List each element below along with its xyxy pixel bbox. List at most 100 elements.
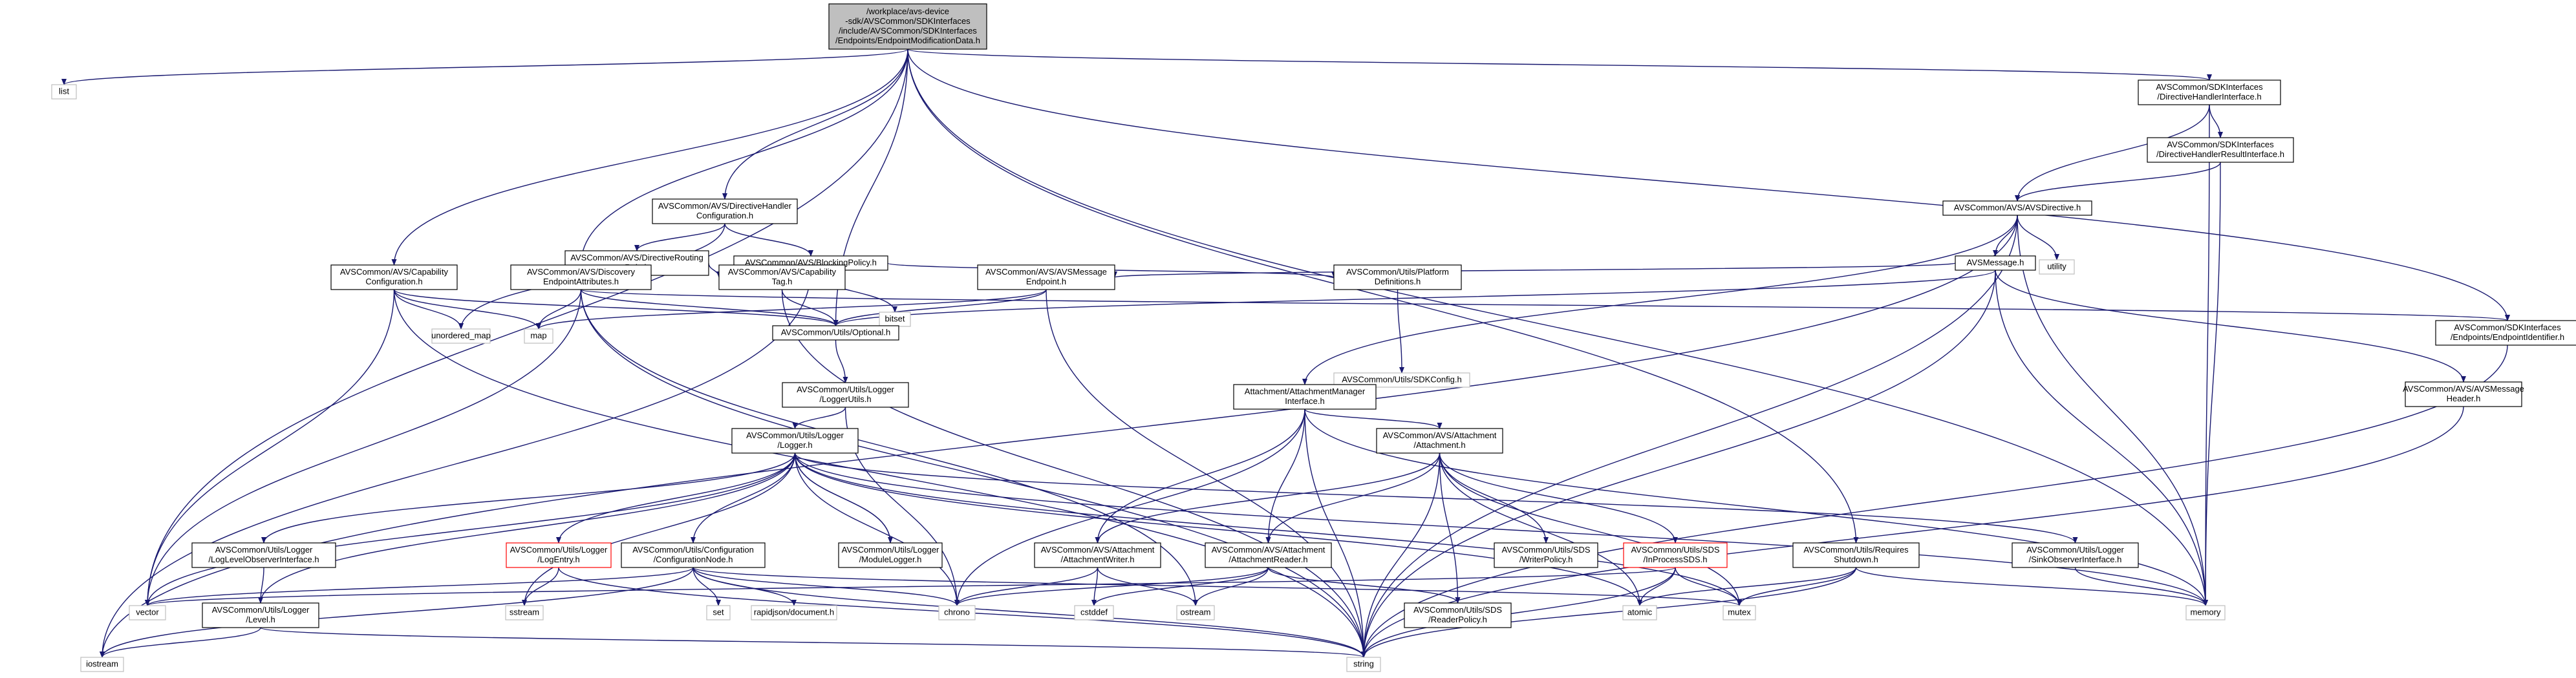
node-logentry[interactable]: AVSCommon/Utils/Logger/LogEntry.h	[506, 542, 612, 568]
node-memory: memory	[2185, 605, 2226, 620]
node-box	[621, 542, 766, 568]
node-label: /workplace/avs-device	[866, 6, 949, 16]
node-box	[1034, 542, 1161, 568]
node-box	[431, 328, 491, 344]
node-level[interactable]: AVSCommon/Utils/Logger/Level.h	[202, 602, 319, 628]
node-directivehandlerconfig[interactable]: AVSCommon/AVS/DirectiveHandlerConfigurat…	[652, 198, 798, 224]
edge-directiveroutingrule-to-capabilitytag	[708, 262, 722, 278]
node-attachment[interactable]: AVSCommon/AVS/Attachment/Attachment.h	[1376, 428, 1503, 454]
node-label: EndpointAttributes.h	[543, 277, 619, 286]
node-label: AVSCommon/Utils/Logger	[215, 545, 313, 555]
edge-attachment-to-attachmentwriter	[1095, 452, 1441, 544]
edge-capabilitytag-to-string	[781, 289, 1366, 658]
node-loglevelobserver[interactable]: AVSCommon/Utils/Logger/LogLevelObserverI…	[191, 542, 336, 568]
node-box	[505, 605, 544, 620]
edge-logger-to-atomic	[794, 452, 1642, 606]
edge-level-to-iostream	[100, 627, 261, 658]
edge-logger-to-logentry	[556, 452, 796, 544]
node-label: AVSCommon/Utils/Logger	[510, 545, 608, 555]
node-attachmentwriter[interactable]: AVSCommon/AVS/Attachment/AttachmentWrite…	[1034, 542, 1161, 568]
node-discoveryendpointattributes[interactable]: AVSCommon/AVS/DiscoveryEndpointAttribute…	[510, 264, 652, 290]
node-label: AVSCommon/Utils/Logger	[797, 385, 894, 394]
edge-level-to-string	[260, 627, 1366, 658]
edge-root-to-vector	[145, 48, 908, 606]
node-writerpolicy[interactable]: AVSCommon/Utils/SDS/WriterPolicy.h	[1494, 542, 1598, 568]
node-mutex: mutex	[1723, 605, 1756, 620]
node-box	[1205, 542, 1332, 568]
node-label: Shutdown.h	[1834, 555, 1878, 564]
node-label: string	[1353, 659, 1374, 669]
node-box	[1623, 542, 1728, 568]
edge-directivehandlerresultinterface-to-memory	[2203, 162, 2221, 606]
node-label: rapidjson/document.h	[754, 608, 834, 617]
node-attachmentreader[interactable]: AVSCommon/AVS/Attachment/AttachmentReade…	[1205, 542, 1332, 568]
node-label: AVSCommon/SDKInterfaces	[2156, 82, 2263, 92]
node-logger[interactable]: AVSCommon/Utils/Logger/Logger.h	[731, 428, 859, 454]
node-vector: vector	[129, 605, 166, 620]
edge-attachmentmanagerinterface-to-string	[1304, 408, 1366, 658]
node-directivehandlerinterface[interactable]: AVSCommon/SDKInterfaces/DirectiveHandler…	[2138, 79, 2281, 105]
node-configurationnode[interactable]: AVSCommon/Utils/Configuration/Configurat…	[621, 542, 766, 568]
node-box	[1233, 384, 1377, 410]
node-label: AVSCommon/Utils/Logger	[2026, 545, 2124, 555]
edge-attachmentreader-to-ostream	[1193, 567, 1269, 606]
node-optional[interactable]: AVSCommon/Utils/Optional.h	[772, 325, 899, 341]
node-label: AVSCommon/AVS/Attachment	[1041, 545, 1155, 555]
node-inprocesssds[interactable]: AVSCommon/Utils/SDS/InProcessSDS.h	[1623, 542, 1728, 568]
edge-avsmessageendpoint-to-optional	[833, 289, 1047, 326]
node-label: Tag.h	[772, 277, 793, 286]
node-sinkobserver[interactable]: AVSCommon/Utils/Logger/SinkObserverInter…	[2012, 542, 2139, 568]
node-label: Interface.h	[1285, 396, 1324, 406]
edge-configurationnode-to-vector	[145, 567, 694, 606]
node-box	[1942, 200, 2092, 216]
node-label: AVSCommon/AVS/DirectiveRouting	[570, 253, 703, 262]
node-box	[751, 605, 837, 620]
node-label: /ModuleLogger.h	[859, 555, 922, 564]
edge-directivehandlerconfig-to-blockingpolicy	[724, 223, 813, 257]
node-label: AVSCommon/Utils/SDS	[1413, 605, 1502, 615]
node-endpointidentifier[interactable]: AVSCommon/SDKInterfaces/Endpoints/Endpoi…	[2435, 320, 2576, 346]
node-loggerutils[interactable]: AVSCommon/Utils/Logger/LoggerUtils.h	[782, 382, 909, 408]
edge-logger-to-configurationnode	[691, 452, 796, 544]
node-label: /DirectiveHandlerResultInterface.h	[2156, 149, 2284, 159]
node-box	[330, 264, 458, 290]
node-box	[1792, 542, 1920, 568]
node-label: AVSCommon/SDKInterfaces	[2167, 140, 2274, 149]
node-label: iostream	[86, 659, 118, 669]
node-avsmessage[interactable]: AVSMessage.h	[1955, 255, 2036, 271]
edge-logentry-to-sstream	[522, 567, 559, 606]
node-readerpolicy[interactable]: AVSCommon/Utils/SDS/ReaderPolicy.h	[1404, 602, 1512, 628]
node-bitset: bitset	[879, 312, 911, 327]
edge-capabilityconfig-to-map	[393, 289, 541, 330]
edge-avsmessage-to-avsmessageheader	[1995, 270, 2466, 383]
node-avsdirective[interactable]: AVSCommon/AVS/AVSDirective.h	[1942, 200, 2092, 216]
node-sdkconfig: AVSCommon/Utils/SDKConfig.h	[1333, 372, 1470, 388]
node-box	[2147, 137, 2294, 163]
edge-root-to-list	[61, 48, 908, 85]
edge-avsdirective-to-utility	[2017, 215, 2059, 260]
node-unordered_map: unordered_map	[431, 328, 491, 344]
node-iostream: iostream	[80, 657, 124, 672]
node-box	[782, 382, 909, 408]
node-modulelogger[interactable]: AVSCommon/Utils/Logger/ModuleLogger.h	[838, 542, 943, 568]
node-label: sstream	[510, 608, 539, 617]
node-label: AVSCommon/Utils/SDKConfig.h	[1342, 375, 1461, 385]
node-root[interactable]: /workplace/avs-device-sdk/AVSCommon/SDKI…	[828, 3, 987, 50]
node-box	[80, 657, 124, 672]
edge-attachmentmanagerinterface-to-attachment	[1304, 408, 1443, 429]
node-box	[2039, 259, 2075, 275]
node-label: /Level.h	[246, 615, 275, 624]
edge-directivehandlerinterface-to-avsdirective	[2015, 104, 2210, 202]
node-directivehandlerresultinterface[interactable]: AVSCommon/SDKInterfaces/DirectiveHandler…	[2147, 137, 2294, 163]
node-label: AVSCommon/AVS/Discovery	[527, 267, 636, 277]
edge-capabilityconfig-to-vector	[145, 289, 395, 606]
edge-avsdirective-to-iostream	[100, 215, 2018, 658]
node-label: Configuration.h	[365, 277, 422, 286]
